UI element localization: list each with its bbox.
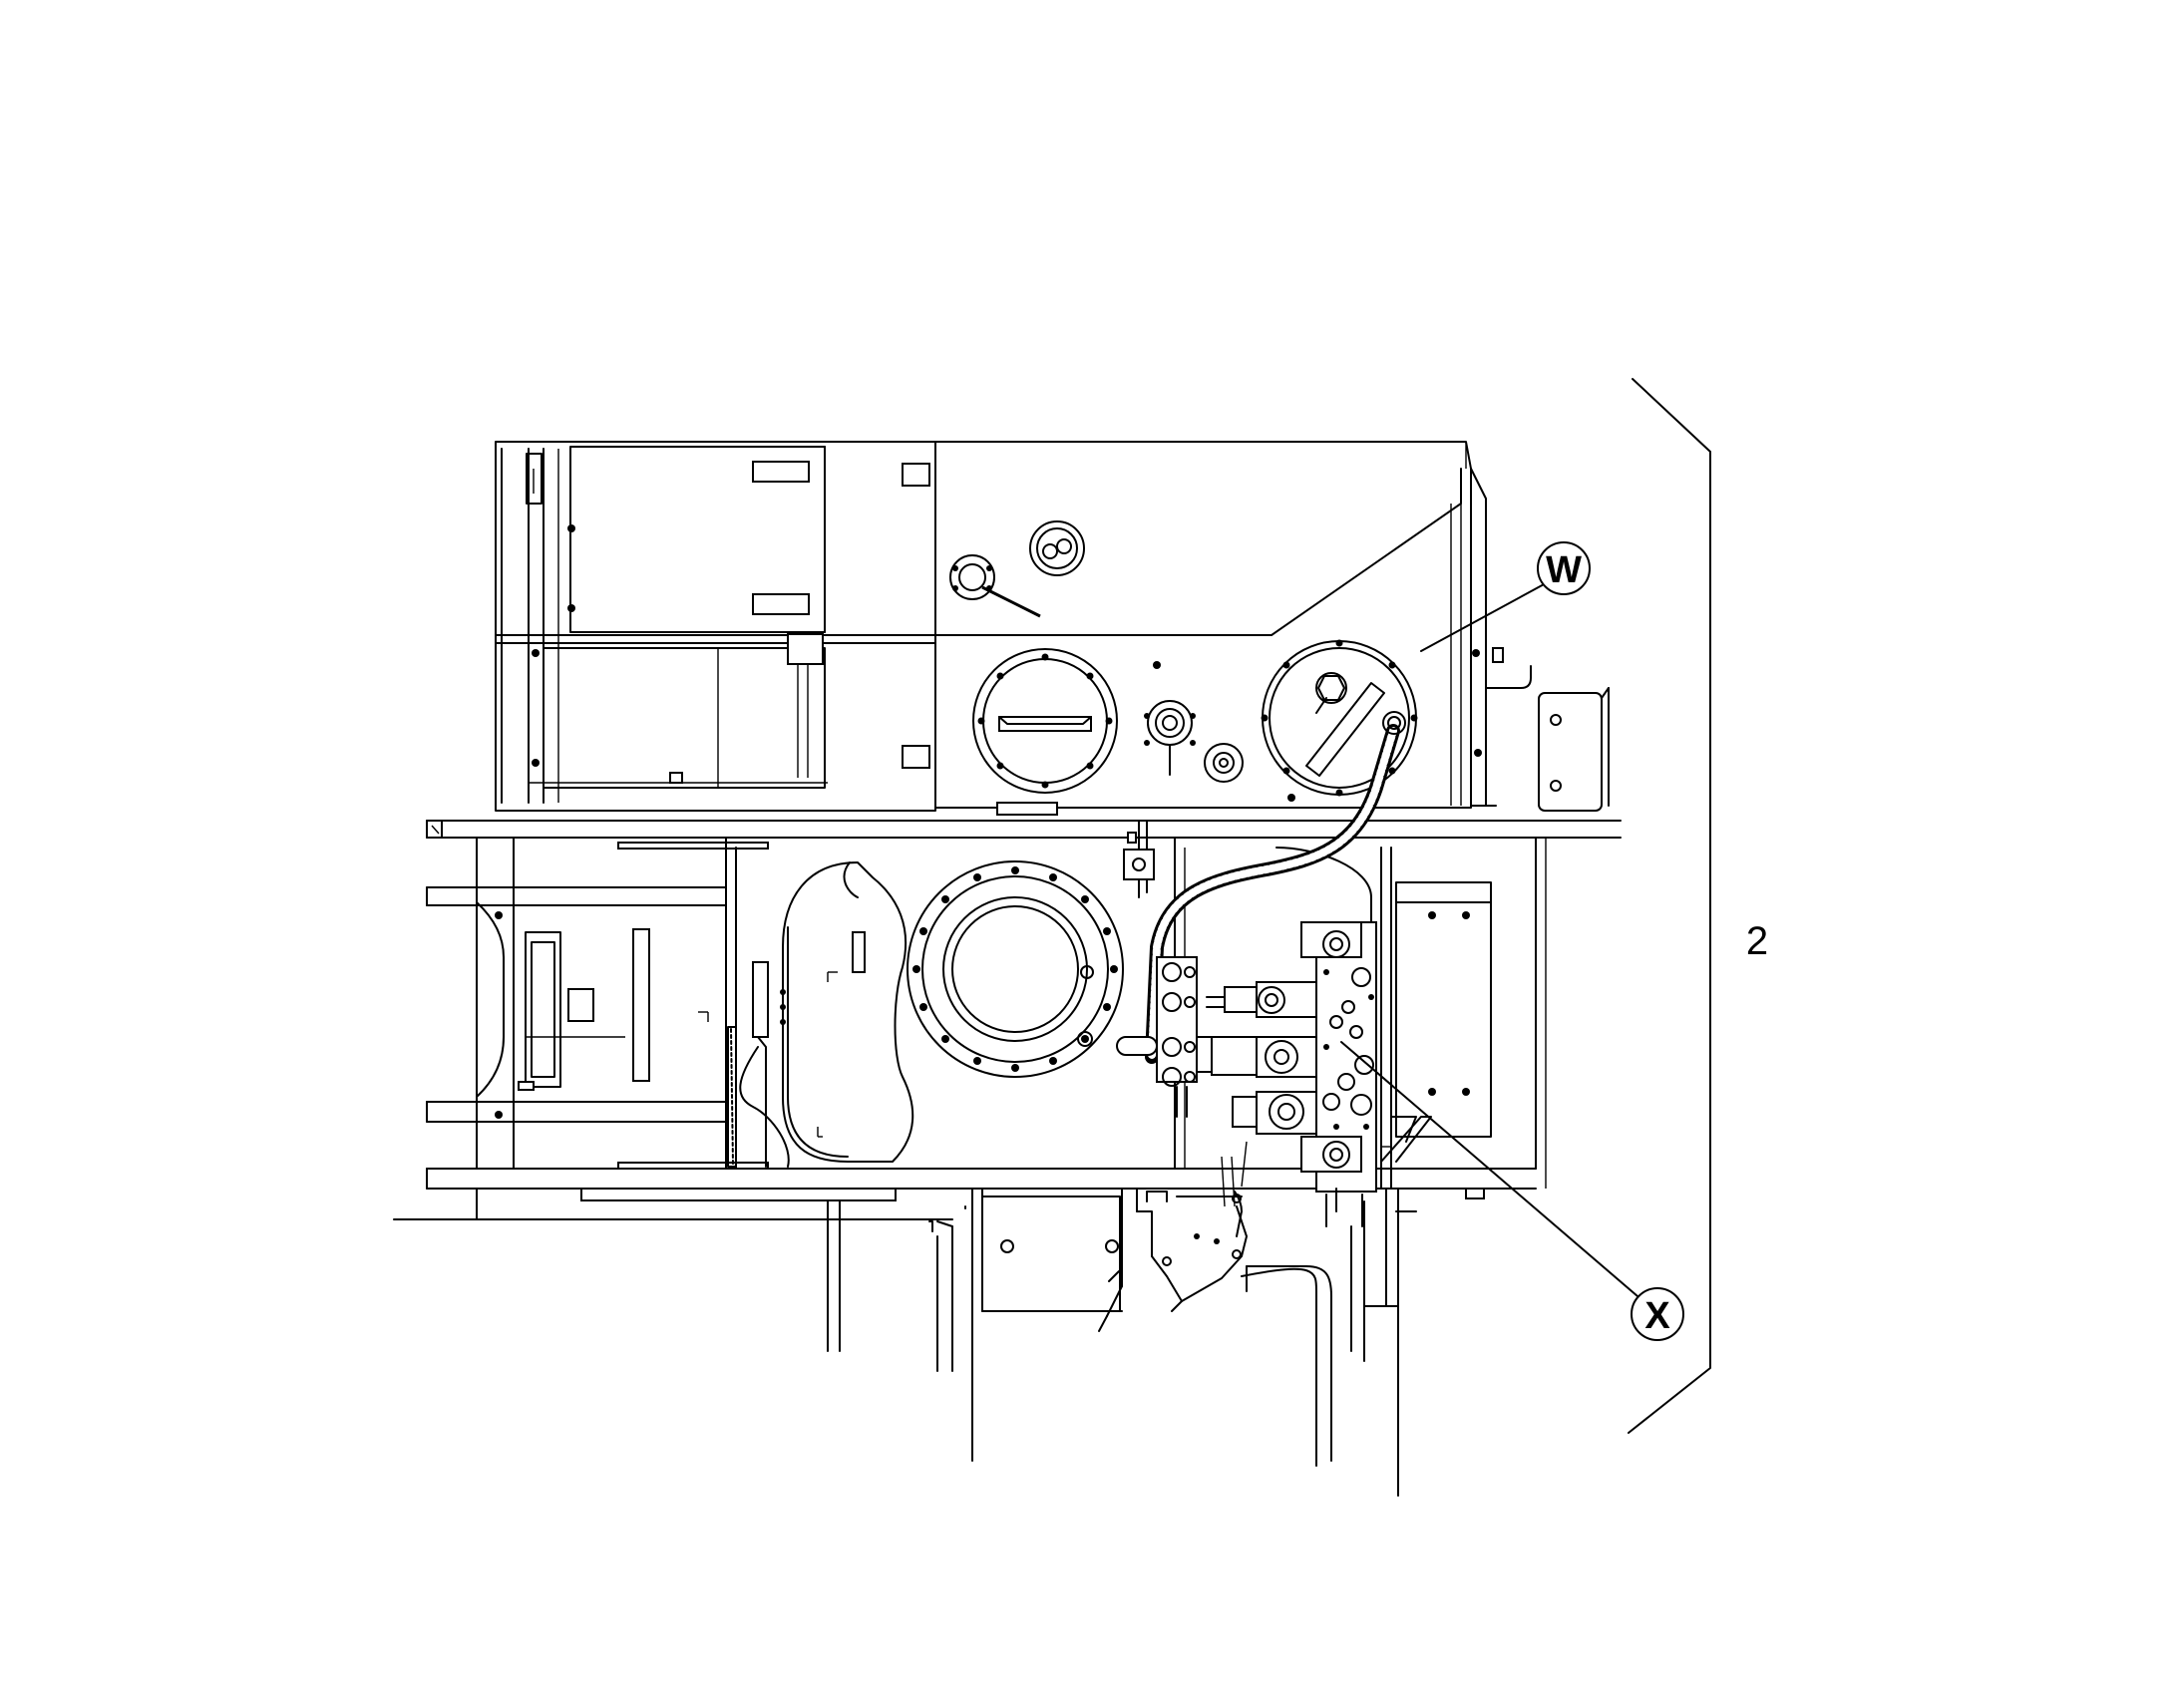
drain-plug: [1204, 743, 1244, 783]
callout-x-label: X: [1644, 1295, 1670, 1337]
assembly-bracket: 2: [1628, 378, 1768, 1434]
filler-cap-left: [949, 554, 1041, 618]
sight-gauge: [1144, 700, 1196, 776]
valve-block: [1116, 921, 1377, 1193]
mounting-bracket: [1485, 647, 1610, 812]
left-side-frame: [476, 837, 769, 1220]
hydraulic-hose: [1145, 711, 1406, 1064]
inspection-cover-left: [972, 648, 1118, 794]
bracket-label: 2: [1746, 919, 1768, 963]
callout-w: W: [1420, 541, 1591, 652]
lower-structure: [580, 1141, 1417, 1497]
hose-clamp-bracket: [1123, 820, 1155, 898]
tank-body: [934, 441, 1610, 816]
swing-bearing: [907, 860, 1124, 1078]
inspection-cover-right: [1261, 639, 1418, 797]
upper-left-cabinet: [495, 441, 936, 812]
breather-cap: [1029, 520, 1085, 576]
callout-w-label: W: [1546, 549, 1582, 591]
center-panel: [698, 837, 1186, 1170]
valve-support: [1325, 1116, 1417, 1227]
callout-x: X: [1340, 1041, 1684, 1341]
right-frame: [1226, 847, 1492, 1199]
